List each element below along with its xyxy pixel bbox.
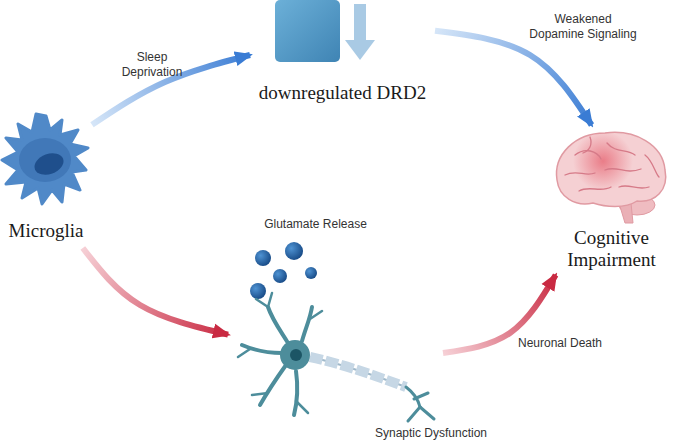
brain-illustration-part [565, 137, 659, 191]
node-title: Microglia [0, 220, 92, 242]
brain-illustration [557, 131, 666, 223]
brain-illustration-part [645, 155, 659, 177]
microglia-cell-part [2, 114, 88, 204]
neuron-illustration-part [285, 242, 303, 260]
neuron-illustration-part [296, 401, 308, 413]
neuron-illustration-part [305, 267, 317, 279]
edge-label: Weakened Dopamine Signaling [527, 12, 639, 42]
node-title: Cognitive Impairment [545, 227, 678, 271]
brain-node: Cognitive Impairment [545, 125, 678, 275]
neuron-illustration-part [238, 349, 250, 357]
neuron-label: Synaptic Dysfunction [356, 426, 506, 441]
neuron-illustration-part [310, 311, 322, 319]
neuron-illustration-part [273, 269, 287, 283]
neuron-illustration-part [250, 283, 266, 299]
receptor-icon-part [275, 0, 340, 62]
receptor-icon-part [345, 4, 375, 60]
neuron-illustration-part [280, 340, 310, 370]
brain-illustration-part [619, 186, 649, 188]
neuron-illustration-part [294, 371, 297, 415]
neuron-illustration-part [268, 293, 272, 307]
brain-illustration-part [565, 173, 595, 175]
neuron-illustration [238, 242, 434, 421]
neuron-illustration-part [268, 307, 288, 343]
brain-illustration-part [579, 187, 611, 191]
microglia-cell [2, 114, 88, 204]
neuron-node: Glutamate ReleaseSynaptic Dysfunction [228, 215, 443, 445]
neuron-illustration-part [302, 307, 312, 341]
brain-illustration-part [575, 151, 601, 159]
neuron-illustration-part [290, 349, 302, 361]
edge-label: Sleep Deprivation [117, 50, 187, 80]
neuron-label: Glutamate Release [228, 217, 403, 232]
microglia-cell-part [31, 149, 66, 178]
microglia-cell-part [19, 138, 71, 182]
neuron-illustration-part [252, 393, 268, 395]
edge-label: Neuronal Death [515, 336, 605, 351]
brain-illustration-part [605, 169, 641, 171]
neuron-illustration-part [420, 407, 434, 419]
receptor-icon [275, 0, 375, 62]
neuron-illustration-part [255, 250, 271, 266]
neuron-illustration-part [310, 357, 406, 387]
flow-arrow [435, 31, 592, 125]
brain-illustration-part [583, 137, 591, 153]
neuron-illustration-part [310, 357, 406, 387]
receptor-node: downregulated DRD2 [250, 0, 435, 110]
neuron-illustration-part [414, 393, 428, 399]
neuron-illustration-part [260, 365, 286, 405]
brain-illustration-part [573, 131, 633, 191]
flow-arrow [83, 248, 228, 335]
microglia-node: Microglia [0, 108, 92, 248]
neuron-illustration-part [256, 299, 268, 307]
neuron-illustration-part [238, 293, 434, 421]
neuron-illustration-part [408, 407, 420, 421]
node-title: downregulated DRD2 [250, 82, 435, 104]
brain-illustration-part [607, 143, 635, 155]
